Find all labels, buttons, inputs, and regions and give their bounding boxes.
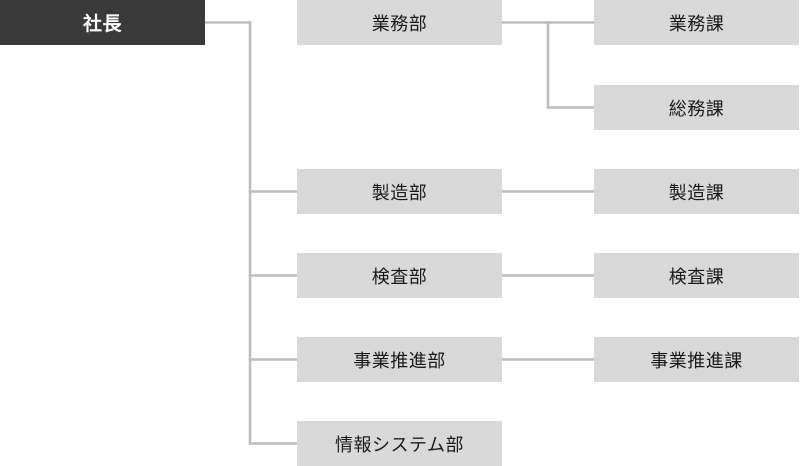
node-dept-inspection: 検査部: [297, 253, 502, 298]
node-president: 社長: [0, 0, 205, 45]
node-dept-business: 業務部: [297, 0, 502, 45]
node-dept-business-promotion: 事業推進部: [297, 337, 502, 382]
node-dept-it-systems: 情報システム部: [297, 421, 502, 466]
node-sect-inspection: 検査課: [594, 253, 799, 298]
node-dept-manufacturing: 製造部: [297, 169, 502, 214]
node-sect-general-affairs: 総務課: [594, 85, 799, 130]
node-sect-business: 業務課: [594, 0, 799, 45]
node-sect-manufacturing: 製造課: [594, 169, 799, 214]
node-sect-business-promotion: 事業推進課: [594, 337, 799, 382]
